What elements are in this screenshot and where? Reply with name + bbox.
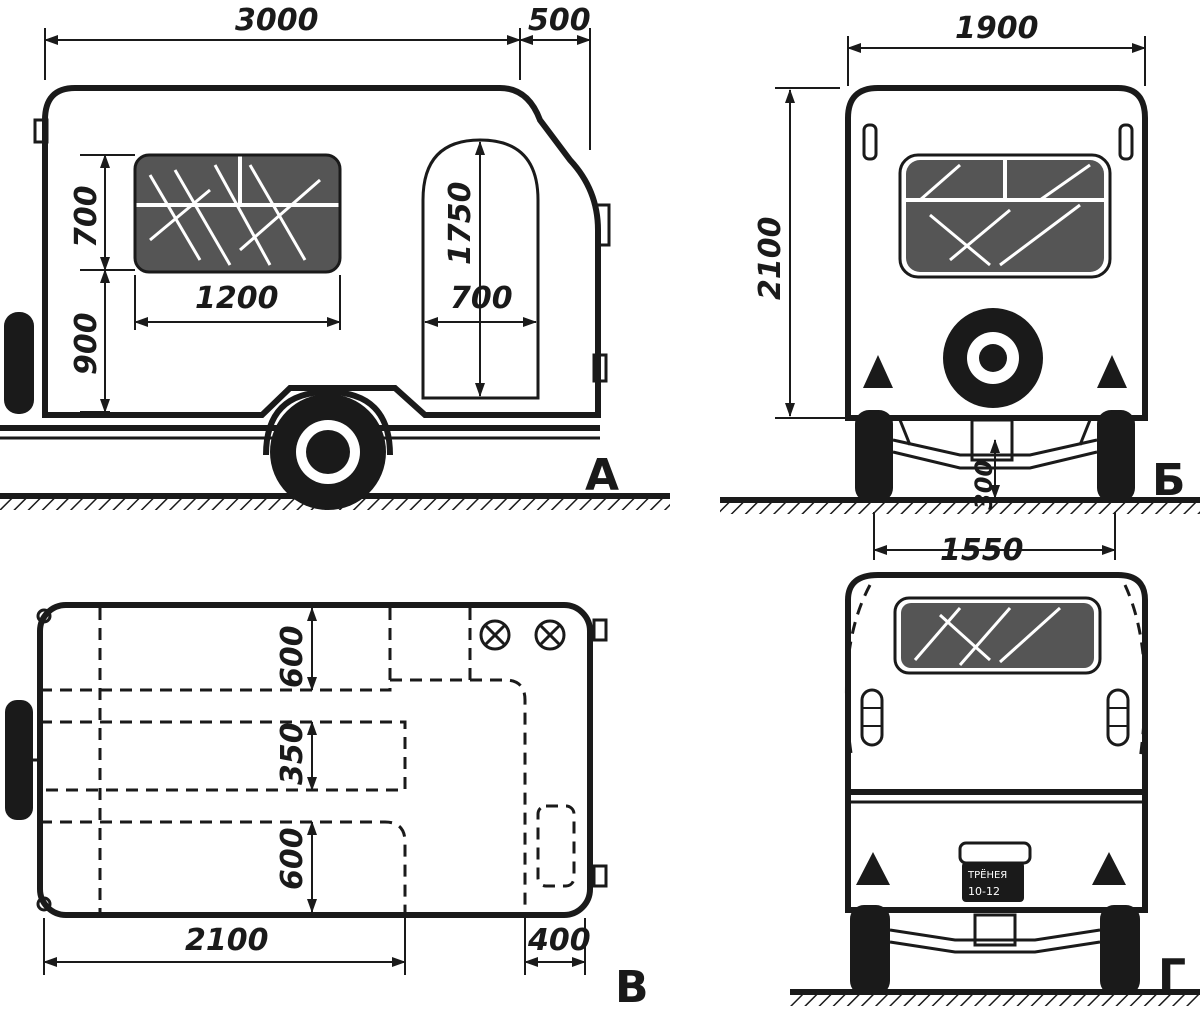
berth-bottom-outline bbox=[40, 820, 407, 915]
reflector-front-right bbox=[1092, 852, 1126, 885]
rear-wheel-right bbox=[1097, 410, 1135, 502]
rear-window bbox=[898, 153, 1112, 279]
front-wheel-left bbox=[850, 905, 890, 995]
front-view: ТРЁНЕЯ 10-12 Г bbox=[790, 572, 1200, 1006]
reflector-front-left bbox=[856, 852, 890, 885]
caravan-outline-plan bbox=[37, 602, 593, 918]
dim-plan-aisle: 350 bbox=[275, 722, 310, 785]
plate-line-1: ТРЁНЕЯ bbox=[967, 868, 1007, 881]
dim-plan-berth-length: 2100 bbox=[185, 923, 269, 958]
view-label-rear: Б bbox=[1152, 455, 1186, 506]
table-outline bbox=[40, 720, 407, 792]
dim-rear-track: 1550 bbox=[940, 533, 1024, 568]
dim-plan-berth-top: 600 bbox=[275, 625, 310, 688]
dim-side-overhang: 500 bbox=[528, 3, 591, 38]
caravan-body-front bbox=[845, 572, 1148, 913]
dim-plan-berth-bottom: 600 bbox=[275, 827, 310, 890]
rear-wheel-left bbox=[855, 410, 893, 502]
reflector-rear-left bbox=[863, 355, 893, 388]
dim-side-window-height: 700 bbox=[69, 185, 104, 248]
view-label-side: А bbox=[585, 450, 619, 501]
caravan-body-rear bbox=[845, 85, 1148, 421]
ground-rear bbox=[720, 500, 1200, 514]
dim-rear-clearance: 300 bbox=[970, 460, 998, 510]
front-wheel-right bbox=[1100, 905, 1140, 995]
rear-view: 1900 2100 300 1550 Б bbox=[720, 11, 1200, 568]
plate-line-2: 10-12 bbox=[968, 885, 1000, 898]
dim-plan-drawbar: 400 bbox=[527, 923, 591, 958]
side-door bbox=[421, 138, 540, 400]
front-window bbox=[893, 596, 1102, 675]
dim-side-floor-height: 900 bbox=[69, 312, 104, 375]
side-light-left bbox=[860, 688, 884, 747]
dim-rear-width: 1900 bbox=[955, 11, 1039, 46]
berth-top-outline bbox=[40, 608, 392, 692]
spare-wheel-plan bbox=[5, 700, 33, 820]
ground-front bbox=[790, 992, 1200, 1006]
side-light-right bbox=[1106, 688, 1130, 747]
reflector-rear-right bbox=[1097, 355, 1127, 388]
dim-side-door-height: 1750 bbox=[443, 182, 478, 266]
dim-side-door-width: 700 bbox=[450, 281, 513, 316]
sink-outline bbox=[536, 804, 576, 888]
spare-wheel-side bbox=[4, 312, 34, 414]
dim-rear-height: 2100 bbox=[753, 217, 788, 301]
dim-side-window-width: 1200 bbox=[195, 281, 279, 316]
gas-bottle-icon bbox=[534, 619, 566, 651]
gas-bottle-icon bbox=[479, 619, 511, 651]
side-window bbox=[133, 153, 342, 274]
dim-side-length: 3000 bbox=[235, 3, 319, 38]
license-plate bbox=[962, 862, 1024, 902]
view-label-front: Г bbox=[1158, 950, 1186, 1001]
plan-view: 600 350 600 2100 400 В bbox=[5, 602, 649, 1013]
view-label-plan: В bbox=[615, 962, 649, 1013]
side-view: 3000 500 700 900 1200 1750 700 А bbox=[0, 3, 670, 510]
